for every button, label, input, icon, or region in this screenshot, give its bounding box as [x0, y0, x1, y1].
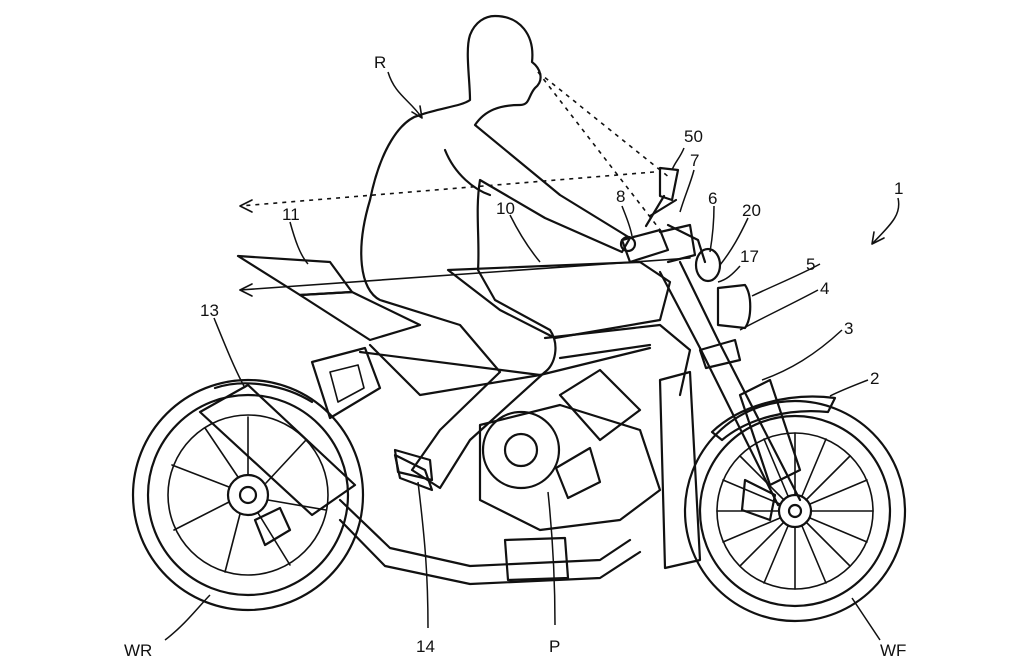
label-step: 14 — [416, 637, 435, 656]
label-front-fork: 3 — [844, 319, 853, 338]
label-vehicle: 1 — [894, 179, 903, 198]
label-rear-wheel: WR — [124, 641, 152, 660]
label-swing-arm: 13 — [200, 301, 219, 320]
headlight — [716, 283, 752, 330]
label-grip: 8 — [616, 187, 625, 206]
handlebar-assembly — [619, 198, 707, 264]
label-seat: 11 — [282, 205, 300, 224]
front-fork — [658, 260, 802, 507]
swing-arm — [198, 383, 357, 517]
label-power-unit: P — [549, 637, 560, 656]
rider — [360, 14, 632, 492]
label-camera: 20 — [742, 201, 761, 220]
leader-lines — [164, 71, 900, 641]
label-front-fender: 2 — [870, 369, 879, 388]
label-mirror-unit: 17 — [740, 247, 759, 266]
label-fuel-tank: 10 — [496, 199, 515, 218]
label-steering-stem: 4 — [820, 279, 829, 298]
display-unit — [658, 166, 680, 202]
label-headlight: 5 — [806, 255, 815, 274]
label-front-wheel: WF — [880, 641, 906, 660]
meter — [694, 247, 722, 283]
engine-crankcase — [481, 410, 561, 490]
front-wheel — [683, 399, 907, 623]
frame — [236, 254, 702, 586]
label-display: 50 — [684, 127, 703, 146]
label-rider: R — [374, 53, 386, 72]
exhaust-pipe — [338, 498, 632, 568]
sight-lines — [239, 71, 691, 297]
label-handlebar: 7 — [690, 151, 699, 170]
label-meter: 6 — [708, 189, 717, 208]
